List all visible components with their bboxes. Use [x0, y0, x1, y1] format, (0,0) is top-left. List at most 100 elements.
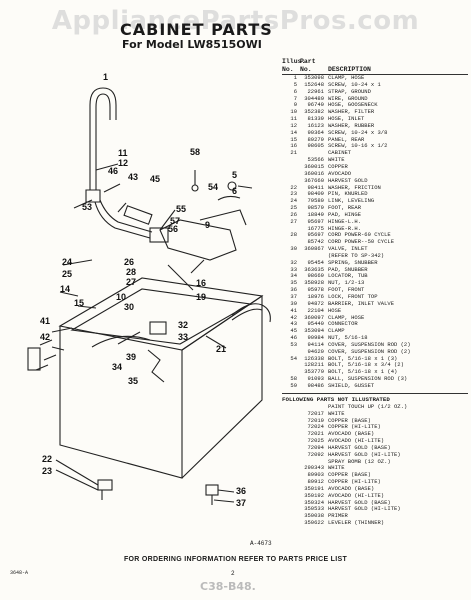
illus-number: 16	[290, 143, 297, 150]
illus-number: 54	[290, 355, 297, 362]
illus-number: 7	[293, 95, 297, 102]
part-number: 72019	[307, 417, 324, 424]
callout-46: 46	[108, 166, 118, 176]
part-description: COVER, SUSPENSION ROD (2)	[328, 341, 411, 348]
callout-32: 32	[178, 320, 188, 330]
part-description: VALVE, INLET	[328, 246, 368, 253]
part-number: 360016	[304, 170, 324, 177]
illus-number: 36	[290, 287, 297, 294]
illus-number	[282, 239, 300, 246]
illus-number	[282, 431, 300, 438]
part-description: CLAMP, HOSE	[328, 314, 365, 321]
callout-58: 58	[190, 147, 200, 157]
part-number: 53566	[307, 157, 324, 164]
callout-19: 19	[196, 292, 206, 302]
part-description: BARRIER, INLET VALVE	[328, 300, 395, 307]
part-description: PANEL, REAR	[328, 136, 365, 143]
table-row: (REFER TO SP-342)	[282, 253, 468, 260]
part-number: 95697	[307, 232, 324, 239]
table-row: 53566 WHITE	[282, 157, 468, 164]
illus-number	[282, 493, 300, 500]
not-illustrated-heading: FOLLOWING PARTS NOT ILLUSTRATED	[282, 392, 468, 404]
illus-number	[282, 369, 300, 376]
rear-foot	[97, 479, 113, 491]
callout-22: 22	[42, 454, 52, 464]
part-description: CLAMP	[328, 328, 345, 335]
illus-number: 1	[293, 75, 297, 81]
part-description: CABINET	[328, 150, 352, 157]
part-number	[300, 459, 328, 466]
part-number: 98605	[307, 143, 324, 150]
callout-57: 57	[170, 216, 180, 226]
part-description: WHITE	[328, 465, 345, 472]
part-number: 350191	[304, 485, 324, 492]
callout-25: 25	[62, 269, 72, 279]
illus-number: 11	[290, 116, 297, 123]
illus-number: 25	[290, 205, 297, 212]
callout-41: 41	[40, 316, 50, 326]
illus-number	[282, 479, 300, 486]
part-description: SPRAY BOMB (12 OZ.)	[328, 458, 391, 465]
part-number: 350192	[304, 492, 324, 499]
callout-35: 35	[128, 376, 138, 386]
part-number: 98486	[307, 382, 324, 389]
part-number: 95454	[307, 259, 324, 266]
site-watermark: AppliancePartsPros.com	[51, 6, 420, 36]
callout-6: 6	[232, 186, 237, 196]
page-title: CABINET PARTS	[120, 20, 273, 39]
part-number: 98411	[307, 184, 324, 191]
part-description: BALL, SUSPENSION ROD (3)	[328, 376, 408, 383]
part-description: COPPER (BASE)	[328, 417, 371, 424]
part-number: 353779	[304, 369, 324, 376]
part-number	[300, 150, 328, 157]
callout-15: 15	[74, 298, 84, 308]
illus-number: 34	[290, 273, 297, 280]
callout-21: 21	[216, 344, 226, 354]
illus-number	[282, 164, 300, 171]
callout-45: 45	[150, 174, 160, 184]
part-description: PAINT TOUCH UP (1/2 OZ.)	[328, 403, 408, 410]
part-description: STRAP, GROUND	[328, 88, 371, 95]
illus-number	[282, 445, 300, 452]
callout-33: 33	[178, 332, 188, 342]
cabinet-drawing: 1 5 6 9 58 11 12 46 43 45 53 54 55 56 57…	[27, 72, 271, 508]
exploded-parts-diagram: 1 5 6 9 58 11 12 46 43 45 53 54 55 56 57…	[0, 60, 280, 540]
part-description: NUT, 5/16-18	[328, 335, 368, 342]
part-number: 16775	[307, 225, 324, 232]
callout-26: 26	[124, 257, 134, 267]
part-number: 18976	[307, 294, 324, 300]
part-description: COPPER (HI-LITE)	[328, 424, 381, 431]
part-number: 95440	[307, 321, 324, 328]
illus-number	[282, 500, 300, 507]
illus-number: 58	[290, 376, 297, 383]
illus-number	[282, 438, 300, 445]
illus-number	[282, 418, 300, 425]
part-description: WHITE	[328, 157, 345, 164]
part-description: WHITE	[328, 410, 345, 417]
part-description: LOCK, FRONT TOP	[328, 294, 378, 300]
callout-1: 1	[103, 72, 108, 82]
part-description: SCREW, 10-16 x 1/2	[328, 143, 388, 150]
description-header: DESCRIPTION	[328, 66, 371, 73]
part-header: Part	[300, 58, 316, 65]
callout-27: 27	[126, 277, 136, 287]
part-description: FOOT, FRONT	[328, 287, 365, 294]
illus-number	[282, 226, 300, 233]
